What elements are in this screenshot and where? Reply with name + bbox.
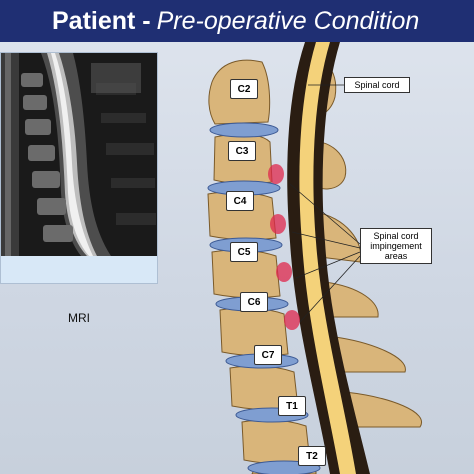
spinal-cord: [299, 42, 356, 474]
mri-image: [1, 53, 157, 256]
vertebra-label-c4: C4: [226, 191, 254, 211]
title-bar: Patient - Pre-operative Condition: [0, 0, 474, 42]
vertebra-label-c2: C2: [230, 79, 258, 99]
vertebra-label-c5: C5: [230, 242, 258, 262]
impingement-line-2: impingement: [370, 241, 422, 251]
vertebra-label-c6: C6: [240, 292, 268, 312]
mri-label: MRI: [68, 311, 90, 325]
vertebra-label-c7: C7: [254, 345, 282, 365]
title-bold: Patient -: [52, 6, 151, 35]
spine-diagram: [207, 42, 423, 474]
vertebra-label-c3: C3: [228, 141, 256, 161]
impingement-callout: Spinal cord impingement areas: [360, 228, 432, 264]
mri-panel: MRI: [0, 52, 158, 325]
impingement-line-1: Spinal cord: [373, 231, 419, 241]
impingement-line-3: areas: [384, 251, 408, 261]
title-italic: Pre-operative Condition: [156, 6, 420, 35]
vertebra-label-t2: T2: [298, 446, 326, 466]
spinal-cord-callout: Spinal cord: [344, 77, 410, 93]
impingement-areas: [268, 164, 300, 330]
vertebra-label-t1: T1: [278, 396, 306, 416]
